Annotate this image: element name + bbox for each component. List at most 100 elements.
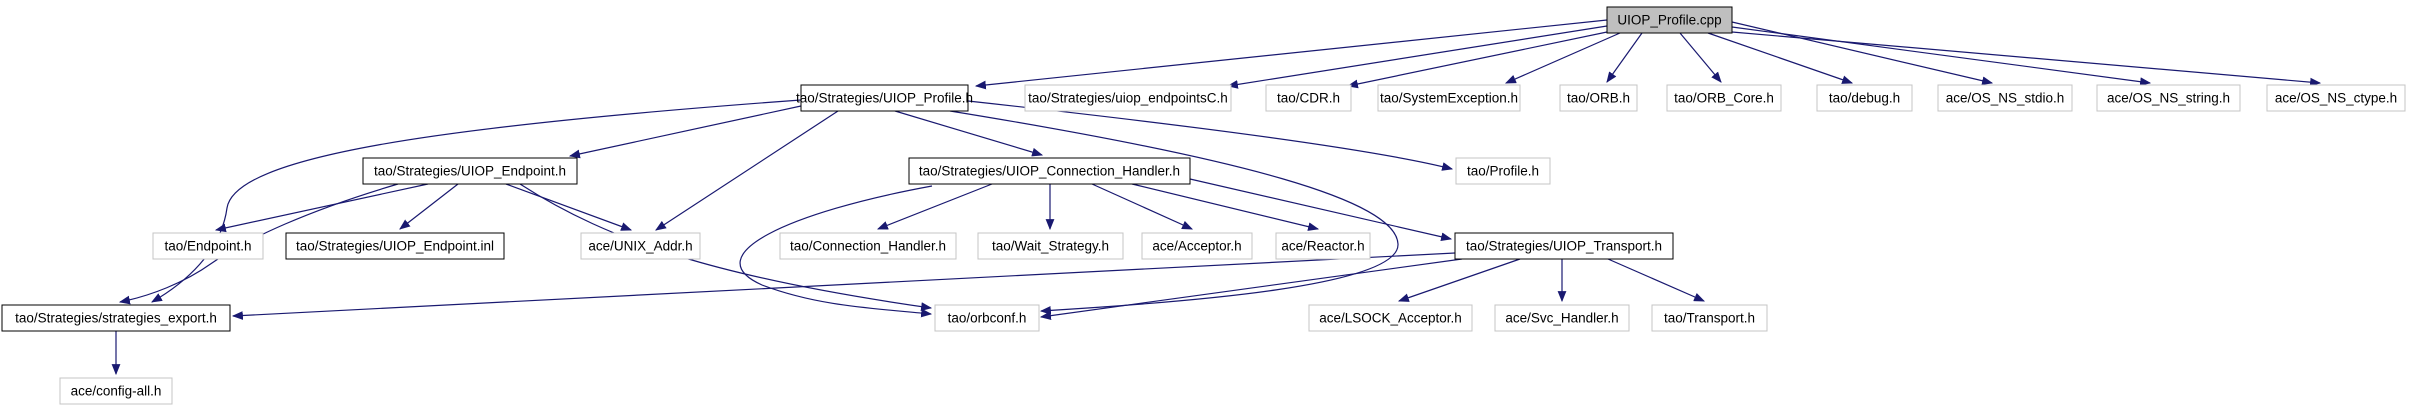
- node-label: tao/Strategies/UIOP_Connection_Handler.h: [919, 164, 1180, 179]
- edge-uiop-profile-cpp-to-orb-core-h: [1679, 32, 1722, 83]
- node-connection-handler-h[interactable]: tao/Connection_Handler.h: [779, 232, 957, 260]
- node-box: [1494, 304, 1630, 332]
- edge-uiop-connection-handler-h-to-uiop-transport-h: [1189, 178, 1453, 242]
- edge-uiop-profile-h-to-strategies-export-h: [151, 99, 802, 303]
- edge-uiop-connection-handler-h-to-connection-handler-h: [876, 183, 993, 230]
- node-label: tao/Connection_Handler.h: [790, 239, 946, 254]
- node-uiop-profile-h[interactable]: tao/Strategies/UIOP_Profile.h: [796, 84, 973, 112]
- node-uiop-transport-h[interactable]: tao/Strategies/UIOP_Transport.h: [1454, 232, 1674, 260]
- node-label: tao/Strategies/strategies_export.h: [15, 311, 217, 326]
- node-box: [1454, 232, 1674, 260]
- node-label: tao/Strategies/uiop_endpointsC.h: [1028, 91, 1228, 106]
- node-box: [1377, 84, 1521, 112]
- node-label: tao/ORB.h: [1567, 91, 1630, 106]
- node-orbconf-h[interactable]: tao/orbconf.h: [934, 304, 1040, 332]
- node-label: ace/Svc_Handler.h: [1505, 311, 1618, 326]
- node-label: tao/CDR.h: [1277, 91, 1340, 106]
- node-orb-core-h[interactable]: tao/ORB_Core.h: [1666, 84, 1782, 112]
- node-label: ace/config-all.h: [71, 384, 162, 399]
- edge-uiop-profile-cpp-to-debug-h: [1707, 32, 1854, 84]
- edge-uiop-transport-h-to-transport-h: [1607, 258, 1706, 302]
- node-label: ace/OS_NS_stdio.h: [1946, 91, 2065, 106]
- node-box: [977, 232, 1124, 260]
- node-svc-handler-h[interactable]: ace/Svc_Handler.h: [1494, 304, 1630, 332]
- edge-uiop-profile-cpp-to-os-ns-string-h: [1731, 26, 2152, 87]
- node-label: tao/debug.h: [1829, 91, 1900, 106]
- node-box: [1559, 84, 1638, 112]
- edge-uiop-endpoint-h-to-unix-addr-h: [505, 183, 633, 231]
- node-cdr-h[interactable]: tao/CDR.h: [1265, 84, 1352, 112]
- node-config-all-h[interactable]: ace/config-all.h: [59, 377, 173, 405]
- node-reactor-h[interactable]: ace/Reactor.h: [1275, 232, 1371, 260]
- node-box: [362, 157, 578, 185]
- node-label: tao/Strategies/UIOP_Transport.h: [1466, 239, 1662, 254]
- edge-uiop-transport-h-to-lsock-acceptor-h: [1397, 258, 1521, 302]
- edge-uiop-transport-h-to-orbconf-h: [1039, 258, 1463, 321]
- edge-uiop-profile-cpp-to-uiop-profile-h: [974, 19, 1608, 90]
- node-label: tao/Strategies/UIOP_Profile.h: [796, 91, 973, 106]
- node-unix-addr-h[interactable]: ace/UNIX_Addr.h: [580, 232, 701, 260]
- node-os-ns-stdio-h[interactable]: ace/OS_NS_stdio.h: [1937, 84, 2073, 112]
- node-box: [779, 232, 957, 260]
- node-label: tao/Strategies/UIOP_Endpoint.h: [374, 164, 566, 179]
- node-uiop-endpoints-c-h[interactable]: tao/Strategies/uiop_endpointsC.h: [1024, 84, 1232, 112]
- node-box: [1275, 232, 1371, 260]
- edge-uiop-profile-cpp-to-system-exception-h: [1504, 32, 1621, 84]
- node-label: tao/Strategies/UIOP_Endpoint.inl: [296, 239, 494, 254]
- node-orb-h[interactable]: tao/ORB.h: [1559, 84, 1638, 112]
- node-acceptor-h[interactable]: ace/Acceptor.h: [1141, 232, 1253, 260]
- node-box: [59, 377, 173, 405]
- node-uiop-endpoint-inl[interactable]: tao/Strategies/UIOP_Endpoint.inl: [285, 232, 505, 260]
- node-box: [908, 157, 1191, 185]
- node-transport-h[interactable]: tao/Transport.h: [1651, 304, 1768, 332]
- node-label: ace/UNIX_Addr.h: [588, 239, 692, 254]
- node-debug-h[interactable]: tao/debug.h: [1816, 84, 1913, 112]
- node-wait-strategy-h[interactable]: tao/Wait_Strategy.h: [977, 232, 1124, 260]
- node-os-ns-ctype-h[interactable]: ace/OS_NS_ctype.h: [2266, 84, 2406, 112]
- edge-uiop-connection-handler-h-to-acceptor-h: [1091, 183, 1194, 230]
- node-system-exception-h[interactable]: tao/SystemException.h: [1377, 84, 1521, 112]
- node-box: [1455, 157, 1551, 185]
- edge-uiop-profile-h-to-orbconf-h: [949, 110, 1399, 315]
- edge-uiop-profile-h-to-uiop-connection-handler-h: [894, 110, 1044, 157]
- node-box: [1937, 84, 2073, 112]
- node-box: [1024, 84, 1232, 112]
- node-box: [2096, 84, 2241, 112]
- node-box: [1265, 84, 1352, 112]
- node-uiop-profile-cpp: UIOP_Profile.cpp: [1606, 6, 1733, 34]
- node-strategies-export-h[interactable]: tao/Strategies/strategies_export.h: [1, 304, 231, 332]
- node-label: tao/Wait_Strategy.h: [992, 239, 1109, 254]
- node-endpoint-h[interactable]: tao/Endpoint.h: [152, 232, 264, 260]
- node-label: tao/orbconf.h: [948, 311, 1027, 326]
- node-uiop-endpoint-h[interactable]: tao/Strategies/UIOP_Endpoint.h: [362, 157, 578, 185]
- node-label: ace/Reactor.h: [1281, 239, 1364, 254]
- node-box: [152, 232, 264, 260]
- node-label: ace/OS_NS_ctype.h: [2275, 91, 2397, 106]
- node-os-ns-string-h[interactable]: ace/OS_NS_string.h: [2096, 84, 2241, 112]
- node-profile-h[interactable]: tao/Profile.h: [1455, 157, 1551, 185]
- node-uiop-connection-handler-h[interactable]: tao/Strategies/UIOP_Connection_Handler.h: [908, 157, 1191, 185]
- node-label: tao/Endpoint.h: [164, 239, 251, 254]
- edge-uiop-profile-h-to-unix-addr-h: [655, 110, 839, 231]
- node-box: [1, 304, 231, 332]
- node-label: tao/ORB_Core.h: [1674, 91, 1774, 106]
- node-box: [2266, 84, 2406, 112]
- node-label: ace/Acceptor.h: [1152, 239, 1241, 254]
- edge-uiop-connection-handler-h-to-orbconf-h: [739, 185, 933, 318]
- node-lsock-acceptor-h[interactable]: ace/LSOCK_Acceptor.h: [1308, 304, 1473, 332]
- node-box: [1141, 232, 1253, 260]
- edge-uiop-connection-handler-h-to-reactor-h: [1131, 183, 1320, 231]
- edge-uiop-profile-cpp-to-orb-h: [1606, 32, 1643, 83]
- node-box: [1606, 6, 1733, 34]
- node-label: tao/Profile.h: [1467, 164, 1539, 179]
- edge-uiop-profile-cpp-to-os-ns-ctype-h: [1731, 31, 2322, 87]
- node-box: [580, 232, 701, 260]
- node-box: [1666, 84, 1782, 112]
- node-box: [1816, 84, 1913, 112]
- node-box: [1651, 304, 1768, 332]
- node-box: [934, 304, 1040, 332]
- node-box: [1308, 304, 1473, 332]
- edge-uiop-transport-h-to-strategies-export-h: [231, 252, 1456, 320]
